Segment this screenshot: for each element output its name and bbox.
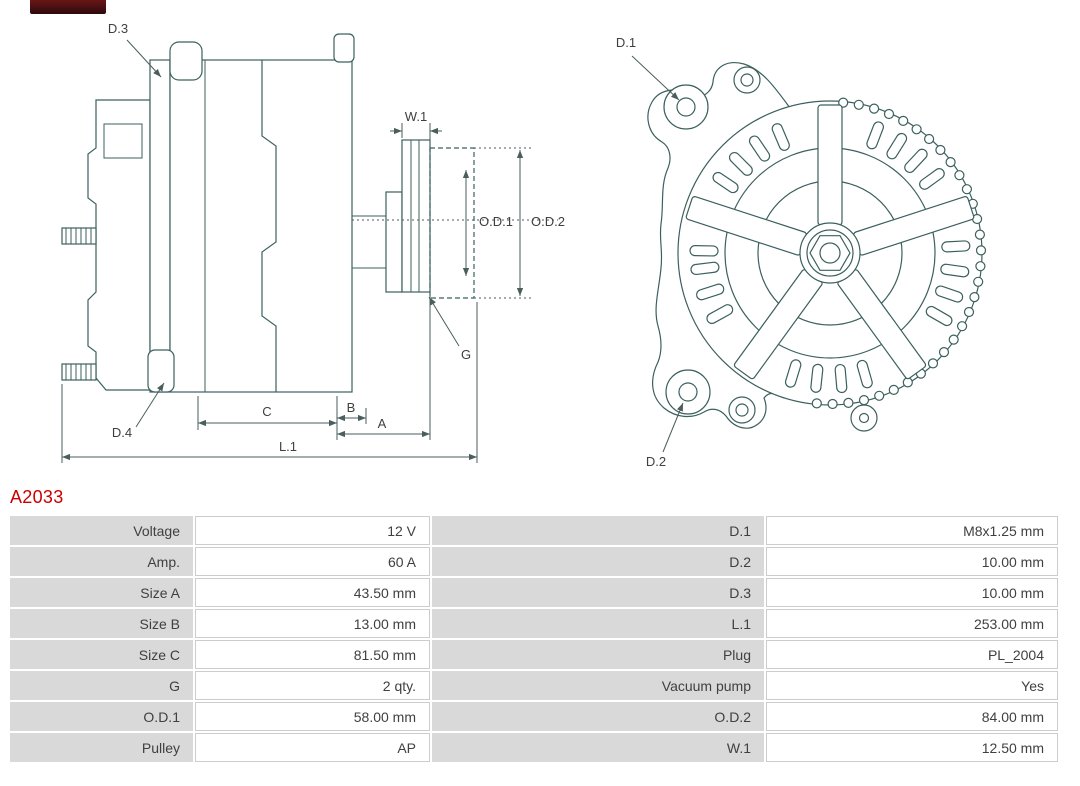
spec-row: Size B 13.00 mm L.1 253.00 mm bbox=[10, 609, 1058, 638]
label-a: A bbox=[378, 416, 387, 431]
label-od1: O.D.1 bbox=[479, 214, 513, 229]
spec-label: O.D.2 bbox=[432, 702, 764, 731]
spec-label: G bbox=[10, 671, 193, 700]
label-w1: W.1 bbox=[405, 109, 427, 124]
spec-label: Size B bbox=[10, 609, 193, 638]
spec-row: Size A 43.50 mm D.3 10.00 mm bbox=[10, 578, 1058, 607]
front-view-drawing: D.1 D.2 bbox=[616, 35, 987, 469]
spec-value: 58.00 mm bbox=[195, 702, 430, 731]
spec-value: 253.00 mm bbox=[766, 609, 1058, 638]
side-view-drawing: D.3 D.4 W.1 O.D.1 O.D.2 G C B A L.1 bbox=[61, 21, 565, 463]
spec-value: 43.50 mm bbox=[195, 578, 430, 607]
spec-label: D.1 bbox=[432, 516, 764, 545]
spec-value: 81.50 mm bbox=[195, 640, 430, 669]
spec-value: PL_2004 bbox=[766, 640, 1058, 669]
spec-value: Yes bbox=[766, 671, 1058, 700]
technical-diagram: D.3 D.4 W.1 O.D.1 O.D.2 G C B A L.1 bbox=[61, 21, 987, 469]
spec-row: Voltage 12 V D.1 M8x1.25 mm bbox=[10, 516, 1058, 545]
mounting-holes bbox=[663, 66, 878, 432]
spec-label: O.D.1 bbox=[10, 702, 193, 731]
spec-row: Pulley AP W.1 12.50 mm bbox=[10, 733, 1058, 762]
spec-row: Amp. 60 A D.2 10.00 mm bbox=[10, 547, 1058, 576]
spec-label: L.1 bbox=[432, 609, 764, 638]
spec-row: O.D.1 58.00 mm O.D.2 84.00 mm bbox=[10, 702, 1058, 731]
label-d4: D.4 bbox=[112, 425, 132, 440]
spec-label: D.3 bbox=[432, 578, 764, 607]
label-d2: D.2 bbox=[646, 454, 666, 469]
spec-value: 13.00 mm bbox=[195, 609, 430, 638]
label-od2: O.D.2 bbox=[531, 214, 565, 229]
spec-label: Amp. bbox=[10, 547, 193, 576]
spec-value: 60 A bbox=[195, 547, 430, 576]
vent-slots bbox=[689, 121, 971, 394]
dimension-lines bbox=[61, 39, 524, 463]
spec-value: 10.00 mm bbox=[766, 547, 1058, 576]
spec-label: Vacuum pump bbox=[432, 671, 764, 700]
spec-label: Voltage bbox=[10, 516, 193, 545]
spec-value: 12.50 mm bbox=[766, 733, 1058, 762]
spec-value: 84.00 mm bbox=[766, 702, 1058, 731]
spec-row: G 2 qty. Vacuum pump Yes bbox=[10, 671, 1058, 700]
spec-value: M8x1.25 mm bbox=[766, 516, 1058, 545]
vacuum-pump-outline bbox=[429, 147, 475, 299]
spec-value: 12 V bbox=[195, 516, 430, 545]
label-g: G bbox=[461, 347, 471, 362]
spec-row: Size C 81.50 mm Plug PL_2004 bbox=[10, 640, 1058, 669]
terminal-stud-top bbox=[61, 227, 97, 245]
spec-label: W.1 bbox=[432, 733, 764, 762]
spec-label: D.2 bbox=[432, 547, 764, 576]
spec-label: Plug bbox=[432, 640, 764, 669]
label-d1: D.1 bbox=[616, 35, 636, 50]
spec-label: Size A bbox=[10, 578, 193, 607]
terminal-stud-bottom bbox=[61, 363, 97, 381]
part-number: A2033 bbox=[10, 487, 64, 507]
label-b: B bbox=[347, 400, 356, 415]
spec-value: AP bbox=[195, 733, 430, 762]
label-c: C bbox=[262, 404, 271, 419]
spec-label: Size C bbox=[10, 640, 193, 669]
stator-serration bbox=[811, 97, 987, 410]
diagram-svg: D.3 D.4 W.1 O.D.1 O.D.2 G C B A L.1 bbox=[61, 21, 987, 469]
label-l1: L.1 bbox=[279, 439, 297, 454]
spec-table: Voltage 12 V D.1 M8x1.25 mm Amp. 60 A D.… bbox=[8, 514, 1060, 764]
label-d3: D.3 bbox=[108, 21, 128, 36]
brand-logo bbox=[30, 0, 106, 14]
spec-label: Pulley bbox=[10, 733, 193, 762]
spec-value: 2 qty. bbox=[195, 671, 430, 700]
spec-value: 10.00 mm bbox=[766, 578, 1058, 607]
